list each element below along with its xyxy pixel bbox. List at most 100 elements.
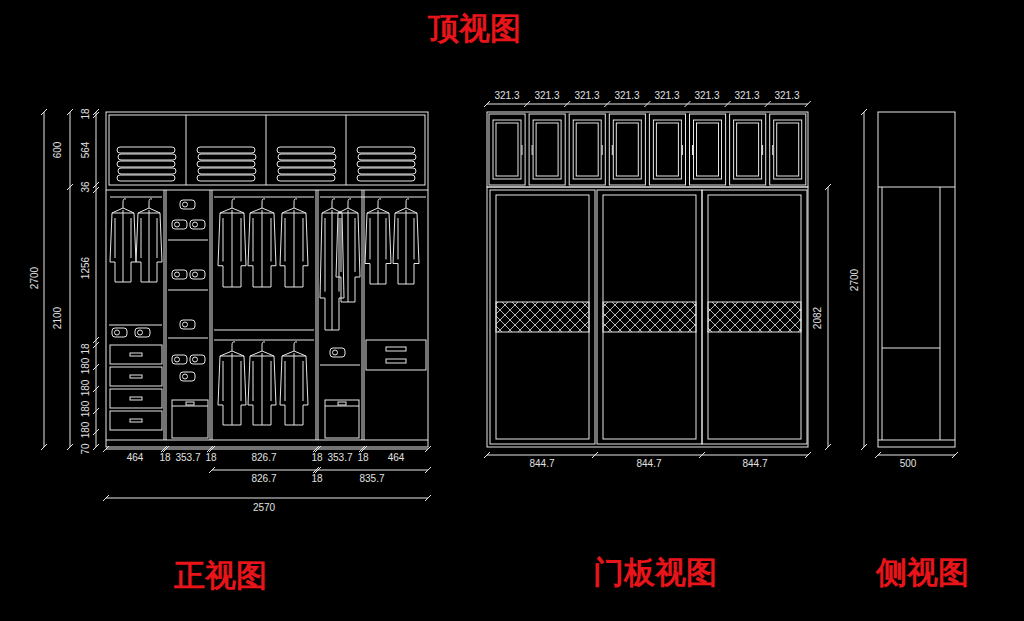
dimension-tick	[103, 495, 109, 501]
shelf	[109, 325, 162, 326]
dimension-tick	[67, 444, 73, 450]
dimension-tick	[805, 452, 811, 458]
door-panel	[613, 120, 641, 179]
door-panel-inner	[576, 123, 598, 176]
dimension-tick	[93, 337, 99, 343]
dimension-text: 321.3	[694, 91, 719, 101]
partition	[364, 190, 365, 440]
dimension-text: 18	[159, 453, 170, 463]
door-panel	[734, 120, 762, 179]
garment-fold	[303, 361, 304, 401]
hanger-hook	[232, 199, 235, 208]
dimension-text: 321.3	[494, 91, 519, 101]
towel	[172, 220, 187, 229]
lattice-band	[708, 302, 801, 332]
hanging-rod	[214, 340, 314, 341]
partition	[166, 190, 167, 440]
towel-roll	[115, 330, 120, 335]
towel	[135, 328, 150, 337]
door-handle	[772, 145, 773, 155]
box-handle	[186, 402, 194, 405]
dimension-text: 500	[900, 459, 917, 469]
garment-fold	[131, 218, 132, 258]
dimension-tick	[484, 452, 490, 458]
dimension-text: 844.7	[636, 459, 661, 469]
dimension-text: 2082	[813, 307, 823, 329]
door-handle	[532, 145, 533, 155]
sliding-door	[490, 190, 595, 444]
dimension-line	[106, 498, 428, 499]
partition	[164, 190, 165, 440]
dimension-text: 180	[81, 358, 91, 375]
towel	[112, 328, 127, 337]
folded-clothes	[118, 168, 176, 174]
dimension-tick	[93, 364, 99, 370]
hanger-hook	[332, 199, 335, 208]
towel	[172, 270, 187, 279]
base-line	[878, 440, 955, 441]
dimension-text: 36	[81, 181, 91, 192]
garment-fold	[325, 218, 326, 292]
dimension-text: 464	[127, 453, 144, 463]
towel-roll	[138, 330, 143, 335]
dimension-text: 2700	[850, 269, 860, 291]
dimension-line	[106, 449, 428, 450]
hanger-hook	[262, 342, 265, 351]
top-door	[770, 114, 806, 185]
folded-clothes	[197, 175, 255, 181]
dimension-text: 564	[81, 142, 91, 159]
sliding-door-inner	[496, 195, 589, 439]
view-title: 顶视图	[428, 13, 521, 44]
top-door	[529, 114, 565, 185]
view-label: 正视图	[174, 560, 267, 591]
dimension-tick	[861, 109, 867, 115]
garment-seam	[332, 210, 333, 330]
dimension-tick	[93, 408, 99, 414]
view-label: 门板视图	[593, 557, 717, 588]
garment-fold	[115, 218, 116, 258]
top-door	[730, 114, 766, 185]
dimension-text: 2100	[53, 307, 63, 329]
door-panel-inner	[777, 123, 799, 176]
garment-fold	[386, 218, 387, 259]
garment-fold	[253, 218, 254, 262]
shelf	[168, 338, 208, 339]
garment-fold	[241, 218, 242, 262]
door-panel	[573, 120, 601, 179]
towel	[190, 220, 205, 229]
door-handle	[602, 145, 603, 155]
sliding-door	[597, 190, 702, 444]
dimension-line	[44, 112, 45, 447]
dimension-tick	[425, 495, 431, 501]
dimension-tick	[93, 182, 99, 188]
dimension-tick	[564, 101, 570, 107]
drawer	[110, 411, 162, 430]
garment-fold	[339, 218, 340, 292]
towel	[172, 355, 187, 364]
garment-seam	[294, 210, 295, 287]
dimension-text: 18	[311, 474, 322, 484]
towel-roll	[183, 374, 188, 379]
door-panel-inner	[616, 123, 638, 176]
top-box-inner	[109, 115, 425, 185]
storage-box	[172, 400, 208, 438]
dimension-text: 1256	[81, 257, 91, 279]
garment-fold	[414, 218, 415, 259]
dimension-text: 835.7	[359, 474, 384, 484]
top-door	[649, 114, 685, 185]
hanger-hook	[232, 342, 235, 351]
side-line	[882, 187, 883, 440]
dimension-tick	[67, 184, 73, 190]
garment-fold	[285, 218, 286, 262]
drawer-handle	[130, 397, 142, 400]
dimension-tick	[93, 342, 99, 348]
towel	[330, 348, 345, 357]
folded-clothes	[277, 147, 335, 153]
garment-fold	[398, 218, 399, 259]
garment-fold	[355, 218, 356, 272]
drawer	[110, 345, 162, 364]
sliding-door-frame	[487, 187, 808, 447]
dimension-tick	[93, 429, 99, 435]
door-panel	[533, 120, 561, 179]
dimension-text: 844.7	[529, 459, 554, 469]
